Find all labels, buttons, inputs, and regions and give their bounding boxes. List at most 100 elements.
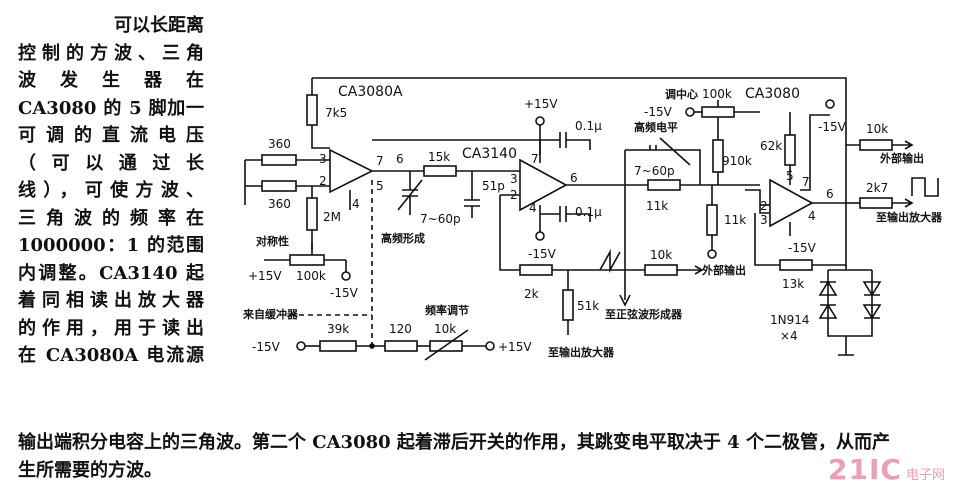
label-2m: 2M bbox=[323, 210, 341, 224]
pin-7-ic3: 7 bbox=[802, 175, 810, 189]
description-line: 在 CA3080A 电流源 bbox=[18, 345, 204, 366]
label-910k: 910k bbox=[722, 154, 752, 168]
description-line: 的作用，用于读出 bbox=[18, 317, 204, 339]
label-minus15-ic2: -15V bbox=[528, 247, 557, 261]
label-11k-a: 11k bbox=[646, 199, 668, 213]
label-51k: 51k bbox=[577, 299, 599, 313]
resistor-120 bbox=[384, 340, 418, 352]
triangle-wave-icon bbox=[599, 248, 621, 274]
diode-3 bbox=[862, 281, 882, 297]
label-minus15-ic3-left: -15V bbox=[644, 105, 673, 119]
description-line: 线），可使方波、 bbox=[18, 180, 204, 201]
description-text: 可以长距离控制的方波、三角波 发 生 器 在 CA3080 的 5 脚加一可 调 … bbox=[18, 12, 204, 370]
diode-2 bbox=[818, 303, 838, 319]
pin-5-ic3: 5 bbox=[786, 169, 794, 183]
watermark-sub: 电子网 bbox=[905, 468, 945, 483]
pot-100k-center bbox=[701, 106, 735, 118]
label-62k: 62k bbox=[760, 139, 782, 153]
label-diodes: 1N914 bbox=[770, 313, 810, 327]
resistor-10k-ext bbox=[644, 264, 678, 276]
resistor-7k5 bbox=[306, 94, 318, 126]
diode-4 bbox=[862, 304, 882, 320]
label-2k7: 2k7 bbox=[866, 181, 888, 195]
resistor-360-bot bbox=[261, 180, 297, 192]
label-360-top: 360 bbox=[268, 137, 291, 151]
cap-51p bbox=[464, 171, 480, 218]
label-11k-b: 11k bbox=[724, 213, 746, 227]
ic2-triangle bbox=[519, 158, 568, 212]
label-to-readout-amp: 至输出放大器 bbox=[548, 345, 615, 359]
label-pot-10k: 10k bbox=[434, 322, 456, 336]
resistor-15k bbox=[423, 165, 457, 177]
label-to-sine: 至正弦波形成器 bbox=[605, 307, 683, 321]
pin-5-ic1: 5 bbox=[376, 179, 384, 193]
square-wave-icon bbox=[911, 177, 939, 197]
description-line: （ 可 以 通 过 长 bbox=[18, 152, 204, 174]
pin-4-ic1: 4 bbox=[352, 197, 360, 211]
pin-4-ic3: 4 bbox=[808, 209, 816, 223]
resistor-51k bbox=[562, 289, 574, 321]
description-line: 控制的方波、三角 bbox=[18, 42, 204, 64]
pin-7-ic1: 7 bbox=[376, 154, 384, 168]
pin-3-ic3: 3 bbox=[760, 213, 768, 227]
pin-2-ic2: 2 bbox=[510, 188, 518, 202]
label-01u-top: 0.1μ bbox=[575, 119, 602, 133]
description-continuation: 输出端积分电容上的三角波。第二个 CA3080 起着滞后开关的作用，其跳变电平取… bbox=[18, 429, 948, 485]
description-continuation-line: 输出端积分电容上的三角波。第二个 CA3080 起着滞后开关的作用，其跳变电平取… bbox=[18, 432, 890, 453]
label-7-60p-a: 7~60p bbox=[420, 212, 461, 226]
description-line: 波 发 生 器 在 bbox=[18, 70, 204, 91]
label-120: 120 bbox=[389, 322, 412, 336]
pin-6-ic2: 6 bbox=[570, 171, 578, 185]
label-13k: 13k bbox=[782, 277, 804, 291]
label-symmetry: 对称性 bbox=[256, 234, 289, 248]
label-hf-level: 高频电平 bbox=[634, 120, 678, 134]
resistor-11k-b bbox=[706, 204, 718, 236]
pin-3-ic2: 3 bbox=[510, 172, 518, 186]
ic1-name: CA3080A bbox=[338, 84, 403, 100]
description-line: CA3080 的 5 脚加一 bbox=[18, 97, 204, 119]
description-line: 1000000：1 的范围 bbox=[18, 235, 204, 256]
label-center-adj: 调中心 bbox=[665, 87, 698, 101]
description-continuation-line: 生所需要的方波。 bbox=[18, 460, 162, 481]
pin-6-ic3: 6 bbox=[826, 187, 834, 201]
label-hf-shaping: 高频形成 bbox=[381, 231, 425, 245]
description-line: 可 调 的 直 流 电 压 bbox=[18, 125, 204, 146]
description-line: 内调整。CA3140 起 bbox=[18, 262, 204, 284]
resistor-13k bbox=[779, 259, 813, 271]
description-line: 三角波的频率在 bbox=[18, 207, 204, 229]
description-line: 可以长距离 bbox=[114, 15, 204, 36]
watermark-brand: 21IC bbox=[828, 453, 902, 486]
label-15k: 15k bbox=[428, 150, 450, 164]
label-plus15-bottom: +15V bbox=[498, 340, 532, 354]
label-diodes-count: ×4 bbox=[780, 329, 798, 343]
label-51p: 51p bbox=[482, 179, 505, 193]
top-feedback-wire bbox=[312, 77, 847, 145]
pin-4-ic2: 4 bbox=[529, 201, 537, 215]
pot-100k bbox=[289, 254, 325, 266]
label-minus15-ic3-top: -15V bbox=[818, 120, 847, 134]
pin-7-ic2: 7 bbox=[531, 152, 539, 166]
label-39k: 39k bbox=[327, 322, 349, 336]
description-line: 着同相读出放大器 bbox=[18, 290, 204, 311]
label-minus15-ic3-bot: -15V bbox=[788, 241, 817, 255]
label-10k-out: 10k bbox=[866, 122, 888, 136]
ic2-name: CA3140 bbox=[462, 146, 517, 162]
resistor-11k-a bbox=[647, 179, 681, 191]
label-7k5: 7k5 bbox=[325, 106, 347, 120]
diode-1 bbox=[818, 280, 838, 296]
pin-3-ic1: 3 bbox=[319, 152, 327, 166]
label-minus15-ic1: -15V bbox=[330, 286, 359, 300]
label-plus15-left: +15V bbox=[248, 269, 282, 283]
pin-2-ic1: 2 bbox=[319, 174, 327, 188]
resistor-62k bbox=[784, 134, 796, 166]
resistor-39k bbox=[319, 340, 357, 352]
resistor-10k-out bbox=[859, 139, 893, 151]
label-pot-100k-b: 100k bbox=[702, 87, 732, 101]
pin-2-ic3: 2 bbox=[760, 199, 768, 213]
label-360-bot: 360 bbox=[268, 197, 291, 211]
ic1-triangle bbox=[329, 148, 374, 194]
label-node6: 6 bbox=[396, 152, 404, 166]
label-plus15-ic2: +15V bbox=[524, 97, 558, 111]
